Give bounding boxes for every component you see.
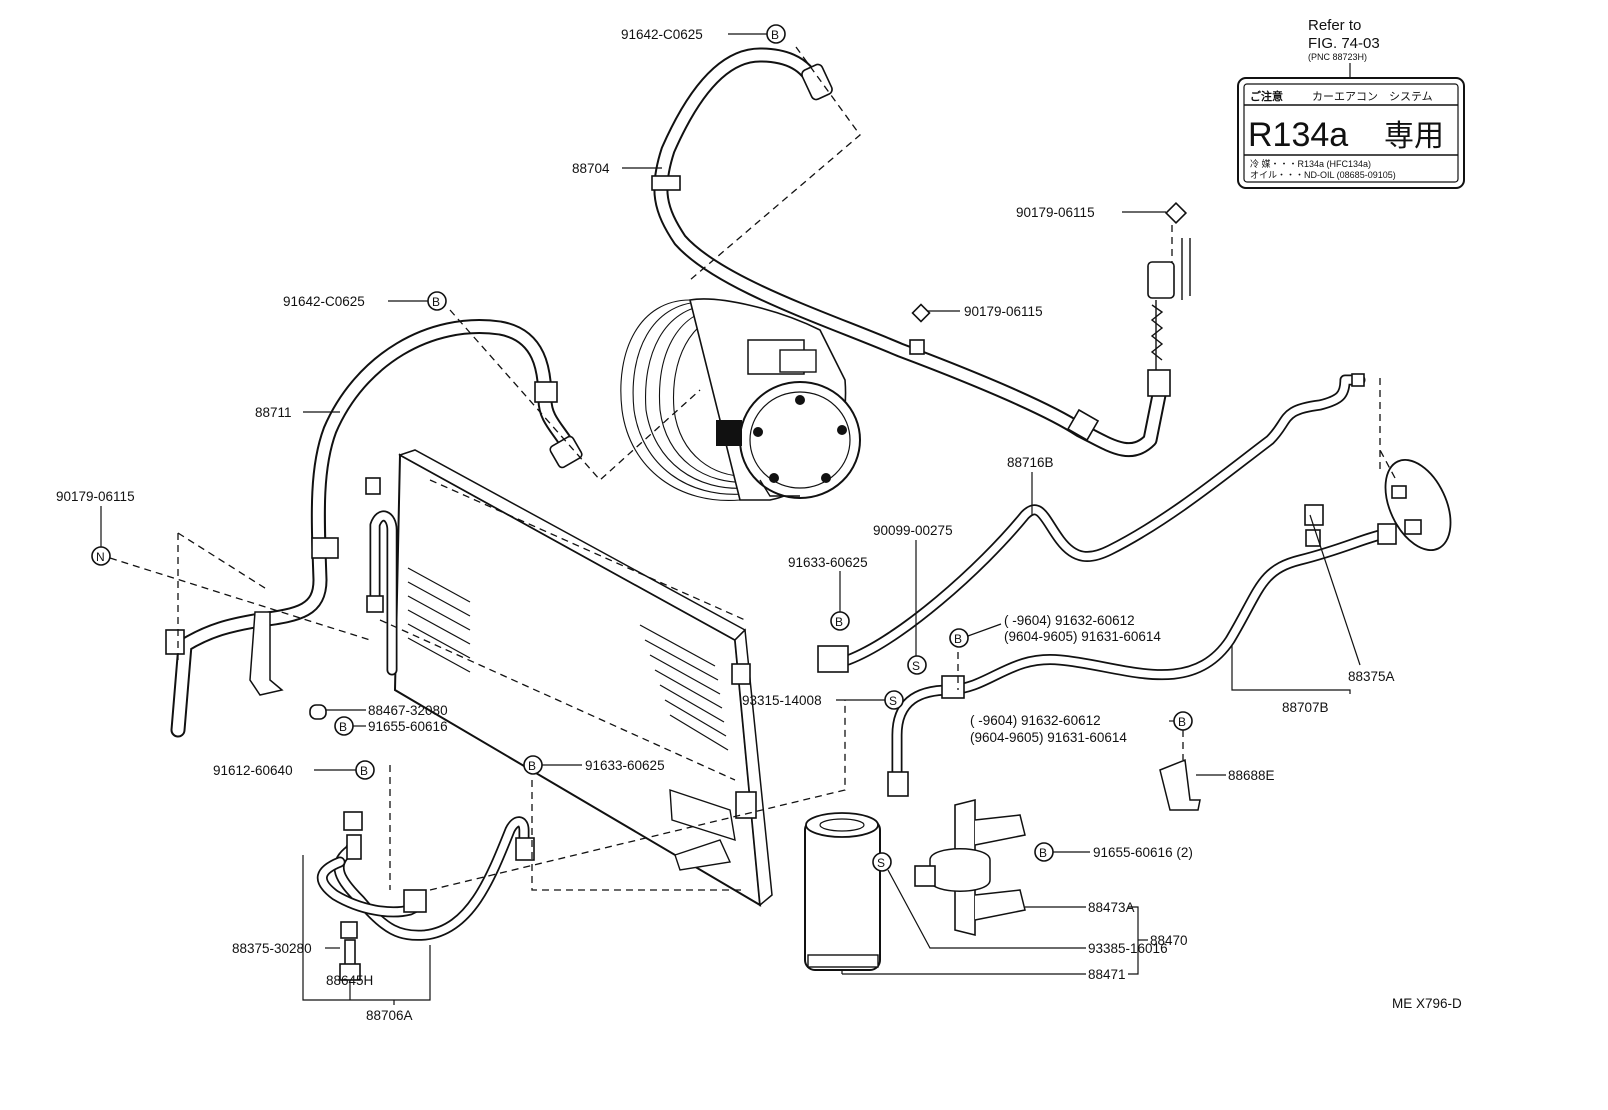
reference-line-1: Refer to [1308,17,1361,34]
svg-text:S: S [912,659,920,673]
symbol-b-2: B [427,291,447,311]
label-90099-00275: 90099-00275 [873,523,953,538]
svg-text:B: B [771,28,779,42]
tube-88706A [317,811,535,981]
fasteners [309,201,1188,720]
label-91642-c0625-left: 91642-C0625 [283,294,365,309]
label-88707b: 88707B [1282,700,1329,715]
reference-line-2: FIG. 74-03 [1308,35,1380,52]
label-88706a: 88706A [366,1008,413,1023]
symbol-b-3: B [830,611,850,631]
label-91632-60612-bottom: ( -9604) 91632-60612 [970,713,1101,728]
sticker-main-left: R134a [1248,116,1348,154]
symbol-b-8: B [523,755,543,775]
reference-line-3: (PNC 88723H) [1308,52,1367,62]
part-labels: 91642-C0625 88704 90179-06115 90179-0611… [56,27,1462,1023]
svg-text:B: B [1178,715,1186,729]
condenser [365,449,773,907]
compressor [620,298,861,502]
symbol-markers: B B B B B B B B B S S S N [91,24,1193,872]
symbol-n-1: N [91,546,111,566]
label-88471: 88471 [1088,967,1126,982]
sticker-header-left: ご注意 [1250,89,1283,103]
svg-text:B: B [528,759,536,773]
label-91631-60614-top: (9604-9605) 91631-60614 [1004,629,1161,644]
sticker-header-right: カーエアコン システム [1312,90,1433,103]
label-91632-60612-top: ( -9604) 91632-60612 [1004,613,1135,628]
symbol-s-2: S [884,690,904,710]
svg-text:B: B [1039,846,1047,860]
sticker-row-1: 冷 媒・・・R134a (HFC134a) [1250,158,1371,169]
svg-text:S: S [877,856,885,870]
hose-88704 [651,47,1191,457]
label-88375-30280: 88375-30280 [232,941,312,956]
sticker-main-right: 専用 [1384,120,1444,153]
label-91612-60640: 91612-60640 [213,763,293,778]
svg-text:B: B [835,615,843,629]
svg-text:B: B [432,295,440,309]
label-91633-60625-top: 91633-60625 [788,555,868,570]
symbol-b-6: B [1173,711,1193,731]
label-88716b: 88716B [1007,455,1054,470]
tube-88707B [887,504,1397,797]
label-88470: 88470 [1150,933,1188,948]
label-91642-c0625-top: 91642-C0625 [621,27,703,42]
svg-text:N: N [96,550,105,564]
svg-text:S: S [889,694,897,708]
assembly-lines [109,46,1396,891]
sticker-row-2: オイル・・・ND-OIL (08685-09105) [1250,170,1396,180]
label-88711: 88711 [255,405,292,420]
label-91631-60614-bottom: (9604-9605) 91631-60614 [970,730,1127,745]
label-88375a: 88375A [1348,669,1395,684]
symbol-b-5: B [334,716,354,736]
refrigerant-caution-label: ご注意 カーエアコン システム R134a 専用 冷 媒・・・R134a (HF… [1237,77,1465,189]
label-93315-14008: 93315-14008 [742,693,822,708]
symbol-b-1: B [766,24,786,44]
label-88704: 88704 [572,161,610,176]
label-88645h: 88645H [326,973,373,988]
leader-lines [100,33,1361,1005]
symbol-b-9: B [1034,842,1054,862]
symbol-b-4: B [949,628,969,648]
receiver-bracket [914,798,1026,937]
clamp-88688E [1159,758,1201,811]
label-88688e: 88688E [1228,768,1275,783]
hose-88711 [165,319,583,738]
label-88467-32080: 88467-32080 [368,703,448,718]
label-91655-60616-2: 91655-60616 (2) [1093,845,1193,860]
svg-text:B: B [339,720,347,734]
symbol-b-7: B [355,760,375,780]
evaporator-plate [1384,459,1452,551]
reference-note: Refer to FIG. 74-03 (PNC 88723H) [1308,17,1380,78]
label-93385-16016: 93385-16016 [1088,941,1168,956]
label-90179-06115-left: 90179-06115 [56,489,135,504]
symbol-s-1: S [907,655,927,675]
label-90179-06115-top: 90179-06115 [1016,205,1095,220]
label-88473a: 88473A [1088,900,1135,915]
label-91655-60616: 91655-60616 [368,719,448,734]
label-90179-06115-mid: 90179-06115 [964,304,1043,319]
symbol-s-3: S [872,852,892,872]
receiver-dryer [804,812,881,971]
figure-code: ME X796-D [1392,996,1462,1011]
label-91633-60625-bottom: 91633-60625 [585,758,665,773]
svg-text:B: B [360,764,368,778]
tube-88716B [817,373,1366,673]
svg-text:B: B [954,632,962,646]
